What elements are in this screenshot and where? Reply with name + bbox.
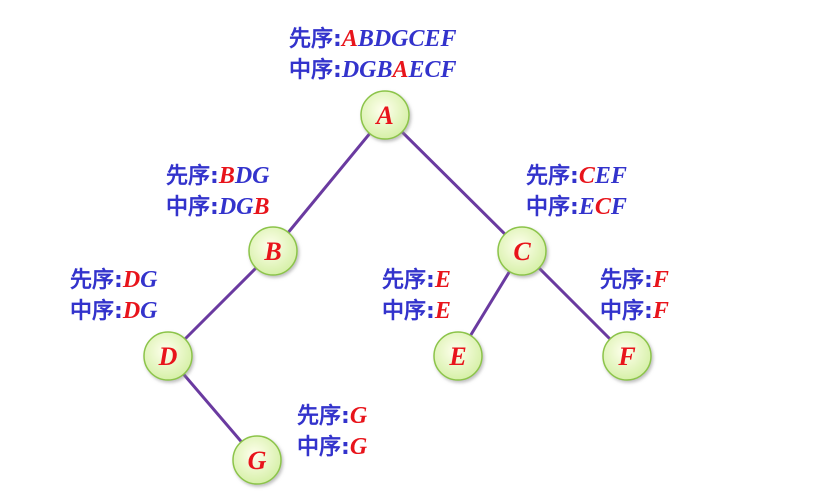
- inorder-line: 中序:F: [600, 298, 669, 324]
- root-letter: E: [434, 267, 451, 293]
- node-b: B: [248, 226, 298, 276]
- node-d: D: [143, 331, 193, 381]
- inorder-line: 中序:DGBAECF: [289, 57, 457, 83]
- annotation-g: 先序:G中序:G: [297, 403, 368, 460]
- node-circle: [360, 90, 410, 140]
- preorder-line: 先序:F: [600, 267, 669, 293]
- preorder-line: 先序:G: [297, 403, 368, 429]
- sequence-prefix: 中序:: [382, 298, 435, 324]
- preorder-line: 先序:ABDGCEF: [289, 26, 457, 52]
- root-letter: D: [122, 298, 140, 324]
- root-letter: A: [340, 26, 358, 52]
- inorder-line: 中序:ECF: [526, 194, 627, 220]
- sequence-letters: DG: [234, 163, 270, 189]
- inorder-line: 中序:E: [382, 298, 451, 324]
- preorder-line: 先序:DG: [70, 267, 158, 293]
- preorder-line: 先序:E: [382, 267, 451, 293]
- node-label: G: [248, 446, 267, 475]
- node-label: C: [513, 237, 531, 266]
- node-label: A: [374, 101, 393, 130]
- node-circle: [248, 226, 298, 276]
- node-c: C: [497, 226, 547, 276]
- sequence-letters: F: [610, 194, 627, 220]
- annotation-e: 先序:E中序:E: [382, 267, 451, 324]
- sequence-letters: G: [140, 298, 158, 324]
- root-letter: G: [350, 403, 368, 429]
- sequence-letters: DGB: [341, 57, 393, 83]
- node-label: F: [617, 342, 635, 371]
- node-a: A: [360, 90, 410, 140]
- node-label: B: [263, 237, 281, 266]
- sequence-prefix: 中序:: [600, 298, 653, 324]
- preorder-line: 先序:CEF: [526, 163, 627, 189]
- sequence-letters: G: [140, 267, 158, 293]
- node-circle: [433, 331, 483, 381]
- node-g: G: [232, 435, 282, 485]
- root-letter: A: [390, 57, 408, 83]
- edge-a-b: [271, 114, 387, 252]
- root-letter: C: [579, 163, 596, 189]
- node-label: E: [448, 342, 466, 371]
- sequence-letters: E: [578, 194, 595, 220]
- annotations-layer: 先序:ABDGCEF中序:DGBAECF先序:BDG中序:DGB先序:CEF中序…: [70, 26, 669, 460]
- sequence-prefix: 先序:: [297, 403, 350, 429]
- node-circle: [143, 331, 193, 381]
- node-e: E: [433, 331, 483, 381]
- sequence-letters: DG: [218, 194, 254, 220]
- sequence-prefix: 先序:: [526, 163, 579, 189]
- node-circle: [497, 226, 547, 276]
- node-circle: [232, 435, 282, 485]
- node-circle: [602, 331, 652, 381]
- preorder-line: 先序:BDG: [166, 163, 270, 189]
- sequence-prefix: 中序:: [526, 194, 579, 220]
- root-letter: F: [652, 298, 669, 324]
- sequence-prefix: 中序:: [297, 434, 350, 460]
- annotation-f: 先序:F中序:F: [600, 267, 669, 324]
- sequence-prefix: 先序:: [289, 26, 342, 52]
- root-letter: C: [595, 194, 612, 220]
- sequence-prefix: 先序:: [166, 163, 219, 189]
- root-letter: D: [122, 267, 140, 293]
- root-letter: F: [652, 267, 669, 293]
- root-letter: G: [350, 434, 368, 460]
- inorder-line: 中序:DGB: [166, 194, 270, 220]
- sequence-prefix: 先序:: [382, 267, 435, 293]
- sequence-prefix: 中序:: [289, 57, 342, 83]
- root-letter: B: [218, 163, 235, 189]
- sequence-prefix: 中序:: [166, 194, 219, 220]
- root-letter: B: [252, 194, 269, 220]
- sequence-prefix: 先序:: [600, 267, 653, 293]
- root-letter: E: [434, 298, 451, 324]
- sequence-prefix: 中序:: [70, 298, 123, 324]
- sequence-letters: ECF: [408, 57, 457, 83]
- node-f: F: [602, 331, 652, 381]
- edge-a-c: [383, 113, 524, 253]
- sequence-letters: EF: [594, 163, 627, 189]
- sequence-prefix: 先序:: [70, 267, 123, 293]
- sequence-letters: BDGCEF: [357, 26, 457, 52]
- inorder-line: 中序:DG: [70, 298, 158, 324]
- inorder-line: 中序:G: [297, 434, 368, 460]
- node-label: D: [158, 342, 178, 371]
